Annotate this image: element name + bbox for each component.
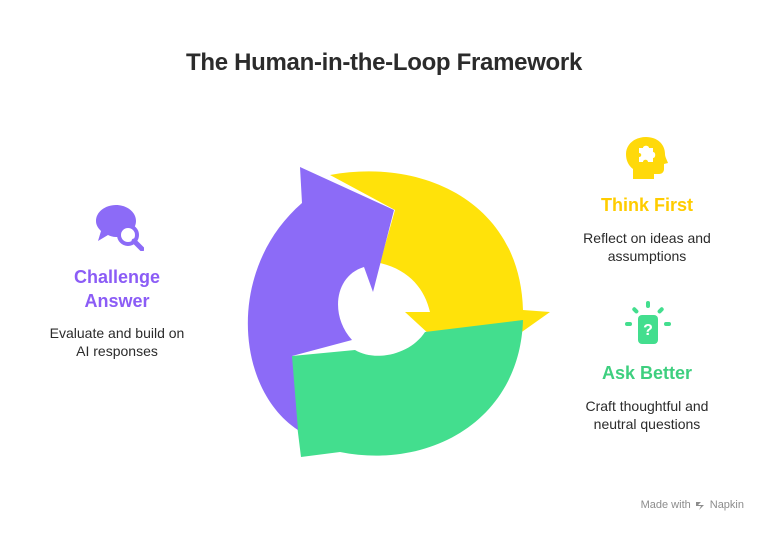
challenge-answer-description: Evaluate and build on AI responses xyxy=(49,325,185,359)
napkin-logo-icon xyxy=(695,501,704,510)
ask-better-description: Craft thoughtful and neutral questions xyxy=(585,398,709,432)
diagram-title: The Human-in-the-Loop Framework xyxy=(185,49,583,76)
made-with-footer: Made with Napkin xyxy=(641,499,744,511)
think-first-heading: Think First xyxy=(600,195,693,215)
ask-better-heading: Ask Better xyxy=(601,363,693,383)
footer-prefix: Made with xyxy=(640,499,691,511)
think-first-description: Reflect on ideas and assumptions xyxy=(583,230,711,264)
question-alert-icon: ? xyxy=(625,301,671,344)
chat-search-icon xyxy=(96,205,144,251)
svg-text:?: ? xyxy=(643,322,653,339)
footer-brand: Napkin xyxy=(709,499,744,511)
challenge-answer-arrow xyxy=(247,167,394,430)
head-puzzle-icon xyxy=(626,137,668,179)
think-first-arrow xyxy=(330,171,550,370)
challenge-answer-heading: Challenge Answer xyxy=(73,267,161,311)
ask-better-arrow xyxy=(288,320,523,457)
